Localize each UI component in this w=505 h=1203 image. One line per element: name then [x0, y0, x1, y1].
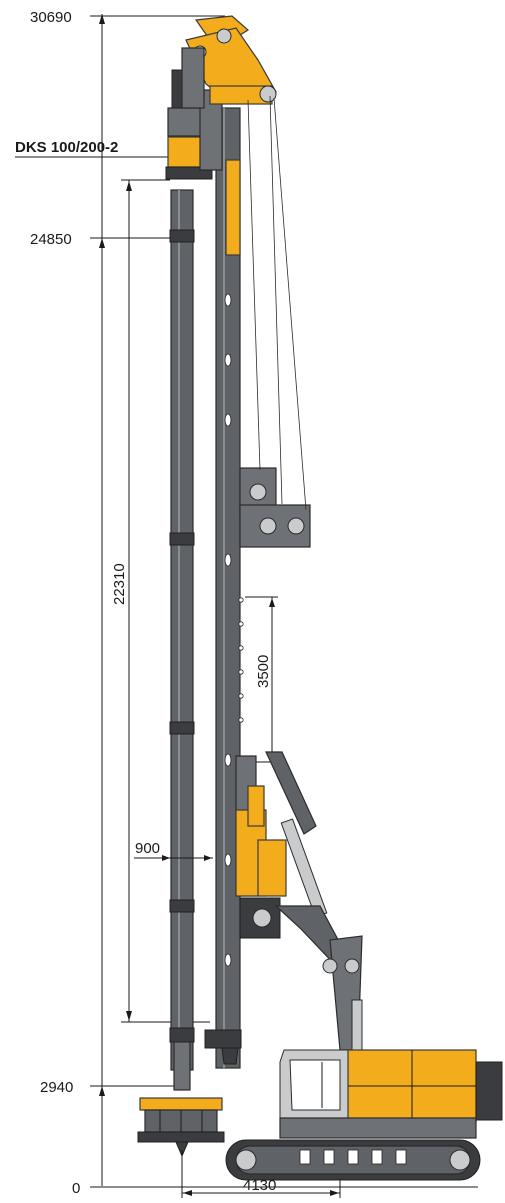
- height-label-top: 30690: [30, 9, 72, 26]
- offset-label: 900: [135, 840, 160, 857]
- hoist-ropes: [247, 95, 307, 511]
- height-label-tool-top: 2940: [40, 1079, 73, 1096]
- rotary-drive: [165, 69, 223, 180]
- kelly-travel-label: 22310: [111, 563, 128, 605]
- height-label-ground: 0: [72, 1180, 80, 1197]
- crowd-sled: [235, 755, 287, 939]
- model-label: DKS 100/200-2: [15, 139, 118, 156]
- radius-dimension: 4130: [181, 1150, 341, 1198]
- kinematic-arm: [265, 751, 363, 1061]
- crawler-track: [225, 1139, 481, 1181]
- stroke-label: 3500: [255, 655, 272, 688]
- offset-dimension: 900: [134, 840, 213, 861]
- mast-head: [181, 15, 277, 109]
- kelly-bar: [169, 189, 195, 1091]
- radius-label: 4130: [243, 1177, 276, 1194]
- height-label-under-rotary: 24850: [30, 231, 72, 248]
- kelly-travel-dimension: [121, 179, 210, 1023]
- height-axis: [90, 14, 478, 1188]
- mast: [204, 107, 311, 1069]
- drilling-bucket: [137, 1097, 225, 1158]
- upper-carriage: [279, 1049, 503, 1139]
